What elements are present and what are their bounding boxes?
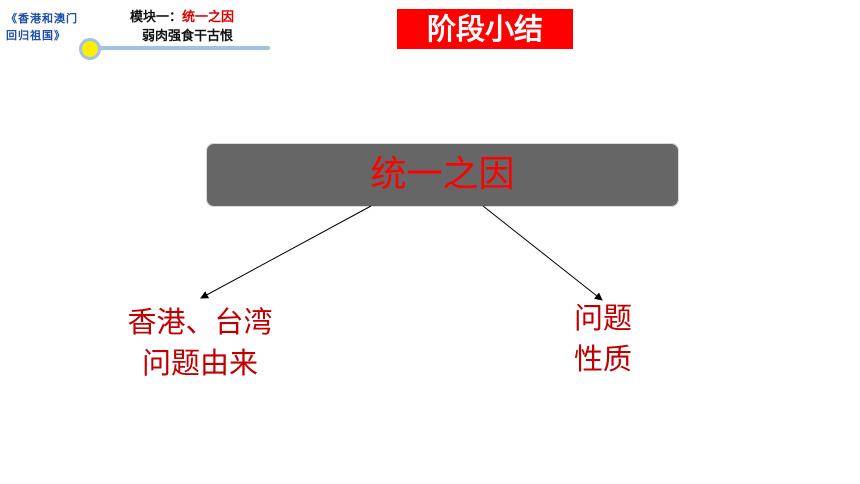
course-title-line2: 回归祖国》 — [6, 29, 66, 42]
center-node: 统一之因 — [206, 143, 679, 207]
arrow-left — [200, 205, 372, 299]
right-node-line1: 问题 — [573, 301, 632, 335]
left-node: 香港、台湾 问题由来 — [110, 302, 290, 384]
module-subtitle: 弱肉强食干古恨 — [142, 29, 234, 44]
right-node-line2: 性质 — [573, 342, 632, 376]
left-node-line2: 问题由来 — [141, 346, 258, 380]
module-heading: 模块一：统一之因 弱肉强食干古恨 — [130, 8, 234, 46]
course-title-line1: 《香港和澳门 — [6, 12, 78, 25]
arrow-right — [482, 205, 603, 301]
module-prefix: 模块一： — [130, 10, 183, 25]
course-title: 《香港和澳门 回归祖国》 — [6, 10, 98, 44]
module-name: 统一之因 — [182, 10, 235, 25]
right-node: 问题 性质 — [548, 298, 658, 380]
left-node-line1: 香港、台湾 — [127, 305, 273, 339]
progress-bar — [98, 46, 270, 50]
stage-label: 阶段小结 — [397, 9, 573, 49]
